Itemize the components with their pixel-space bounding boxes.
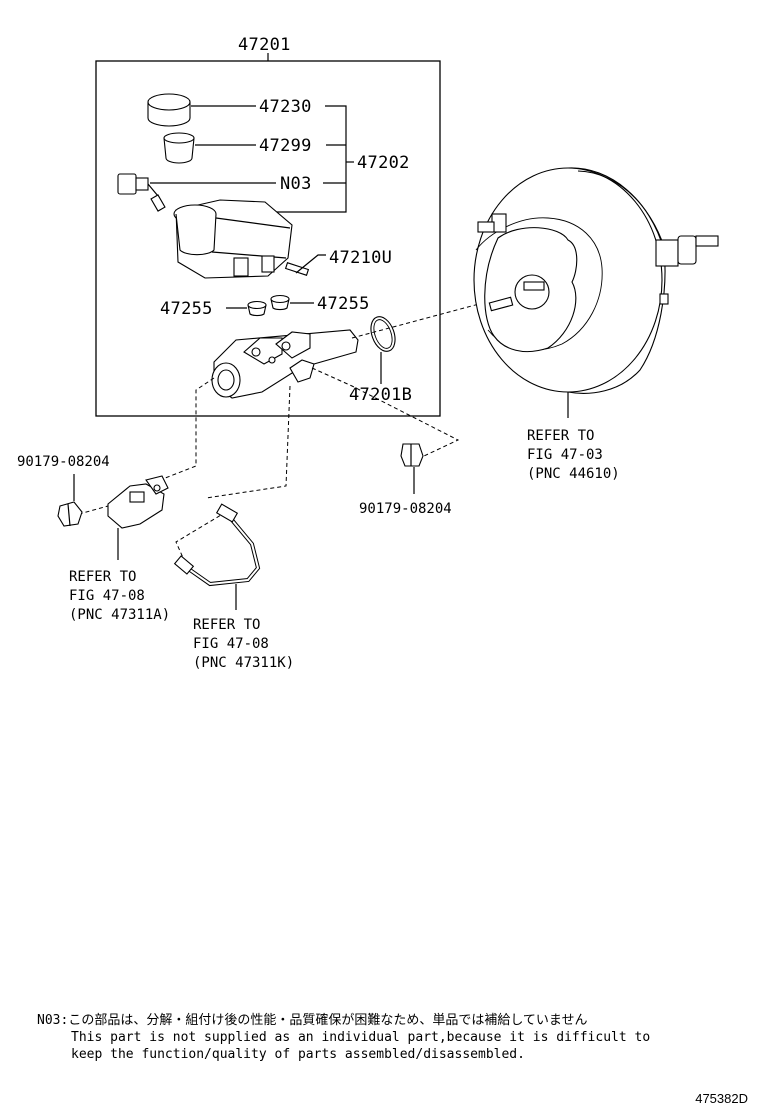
ref-valve-line1[interactable]: REFER TO [69, 569, 136, 585]
ref-booster-line2[interactable]: FIG 47-03 [527, 447, 603, 463]
label-47210u[interactable]: 47210U [329, 248, 392, 268]
label-n03[interactable]: N03 [280, 174, 312, 194]
grommet-left-part[interactable] [247, 300, 267, 317]
label-47201[interactable]: 47201 [238, 35, 291, 55]
ref-valve-line3[interactable]: (PNC 47311A) [69, 607, 170, 623]
label-47299[interactable]: 47299 [259, 136, 312, 156]
grommet-right-part[interactable] [270, 294, 290, 311]
level-sensor-part[interactable] [117, 173, 166, 212]
footnote: N03:この部品は、分解・組付け後の性能・品質確保が困難なため、単品では補給して… [37, 1012, 650, 1063]
ref-tube-line1[interactable]: REFER TO [193, 617, 260, 633]
label-47230[interactable]: 47230 [259, 97, 312, 117]
figure-id: 475382D [695, 1091, 748, 1106]
label-47255-right[interactable]: 47255 [317, 294, 370, 314]
brake-booster-part[interactable] [473, 167, 719, 394]
strainer-part[interactable] [163, 132, 195, 164]
ref-tube-line3[interactable]: (PNC 47311K) [193, 655, 294, 671]
footnote-japanese-line: N03:この部品は、分解・組付け後の性能・品質確保が困難なため、単品では補給して… [37, 1012, 650, 1029]
ref-valve-line2[interactable]: FIG 47-08 [69, 588, 145, 604]
oring-part[interactable] [367, 313, 400, 354]
pin-part[interactable] [284, 262, 310, 276]
valve-bracket-part[interactable] [107, 475, 169, 529]
label-90179-08204-left[interactable]: 90179-08204 [17, 454, 110, 470]
footnote-japanese: この部品は、分解・組付け後の性能・品質確保が困難なため、単品では補給していません [68, 1013, 588, 1028]
footnote-english-line2: keep the function/quality of parts assem… [71, 1047, 525, 1062]
master-cylinder-part[interactable] [211, 329, 359, 399]
brake-tube-part[interactable] [173, 503, 261, 587]
label-47202[interactable]: 47202 [357, 153, 410, 173]
nut-left-part[interactable] [57, 501, 83, 527]
footnote-english-line1: This part is not supplied as an individu… [71, 1030, 651, 1045]
ref-booster-line1[interactable]: REFER TO [527, 428, 594, 444]
reservoir-part[interactable] [173, 199, 293, 279]
ref-booster-line3[interactable]: (PNC 44610) [527, 466, 620, 482]
reservoir-cap-part[interactable] [147, 93, 191, 127]
nut-right-part[interactable] [400, 443, 424, 467]
label-47255-left[interactable]: 47255 [160, 299, 213, 319]
ref-tube-line2[interactable]: FIG 47-08 [193, 636, 269, 652]
footnote-prefix: N03: [37, 1013, 69, 1028]
label-90179-08204-right[interactable]: 90179-08204 [359, 501, 452, 517]
label-47201b[interactable]: 47201B [349, 385, 412, 405]
